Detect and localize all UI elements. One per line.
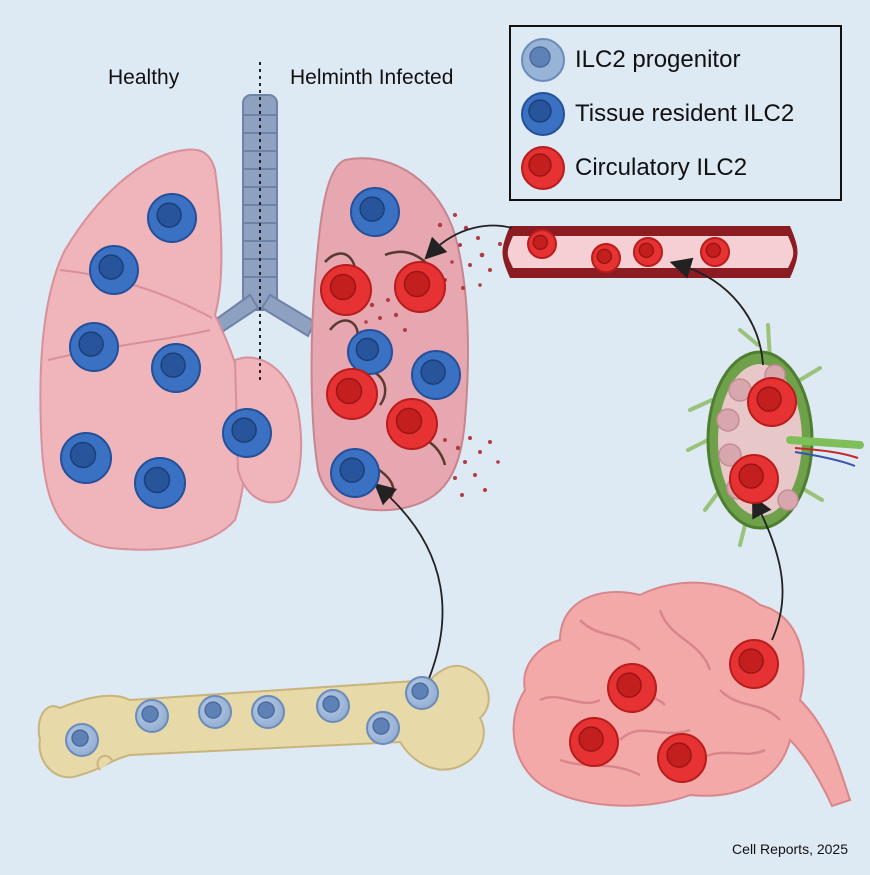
circulatory-cell bbox=[700, 237, 730, 267]
progenitor-cell bbox=[65, 723, 99, 757]
trachea bbox=[213, 94, 317, 338]
tissue-resident-cell bbox=[147, 193, 197, 243]
arrow-gut-to-node bbox=[752, 495, 784, 641]
cells bbox=[60, 187, 797, 783]
legend-label: Tissue resident ILC2 bbox=[575, 100, 795, 127]
circulatory-cell bbox=[569, 717, 619, 767]
credit-text: Cell Reports, 2025 bbox=[732, 841, 848, 857]
circulatory-cell bbox=[747, 377, 797, 427]
tissue-resident-cell bbox=[330, 448, 380, 498]
tissue-resident-cell bbox=[151, 343, 201, 393]
tissue-resident-cell-icon bbox=[521, 92, 565, 136]
progenitor-cell-icon bbox=[521, 38, 565, 82]
legend-item-progenitor: ILC2 progenitor bbox=[519, 35, 740, 85]
arrow-node-to-vessel bbox=[669, 257, 764, 366]
circulatory-cell-icon bbox=[521, 146, 565, 190]
circulatory-cell bbox=[633, 237, 663, 267]
progenitor-cell bbox=[316, 689, 350, 723]
circulatory-cell bbox=[591, 243, 621, 273]
lymph-node bbox=[686, 323, 864, 547]
legend-item-circulatory: Circulatory ILC2 bbox=[519, 143, 747, 193]
healthy-label: Healthy bbox=[108, 66, 180, 89]
progenitor-cell bbox=[198, 695, 232, 729]
circulatory-cell bbox=[527, 229, 557, 259]
circulatory-cell bbox=[394, 261, 446, 313]
progenitor-cell bbox=[405, 676, 439, 710]
circulatory-cell bbox=[607, 663, 657, 713]
circulatory-cell bbox=[386, 398, 438, 450]
migration-arrows bbox=[373, 224, 784, 689]
legend-label: ILC2 progenitor bbox=[575, 46, 741, 73]
arrow-bone-to-lung bbox=[373, 482, 444, 689]
tissue-resident-cell bbox=[134, 457, 186, 509]
circulatory-cell bbox=[320, 264, 372, 316]
tissue-resident-cell bbox=[69, 322, 119, 372]
progenitor-cell bbox=[135, 699, 169, 733]
circulatory-cell bbox=[729, 639, 779, 689]
legend-label: Circulatory ILC2 bbox=[575, 154, 748, 181]
tissue-resident-cell bbox=[347, 329, 393, 375]
tissue-resident-cell bbox=[350, 187, 400, 237]
arrow-vessel-to-lung bbox=[424, 224, 513, 260]
infected-label: Helminth Infected bbox=[290, 66, 454, 89]
tissue-resident-cell bbox=[411, 350, 461, 400]
tissue-resident-cell bbox=[222, 408, 272, 458]
tissue-resident-cell bbox=[89, 245, 139, 295]
progenitor-cell bbox=[366, 711, 400, 745]
tissue-resident-cell bbox=[60, 432, 112, 484]
legend: ILC2 progenitor Tissue resident ILC2 Cir… bbox=[509, 25, 842, 201]
circulatory-cell bbox=[729, 454, 779, 504]
progenitor-cell bbox=[251, 695, 285, 729]
circulatory-cell bbox=[326, 368, 378, 420]
legend-item-tissue-resident: Tissue resident ILC2 bbox=[519, 89, 794, 139]
circulatory-cell bbox=[657, 733, 707, 783]
